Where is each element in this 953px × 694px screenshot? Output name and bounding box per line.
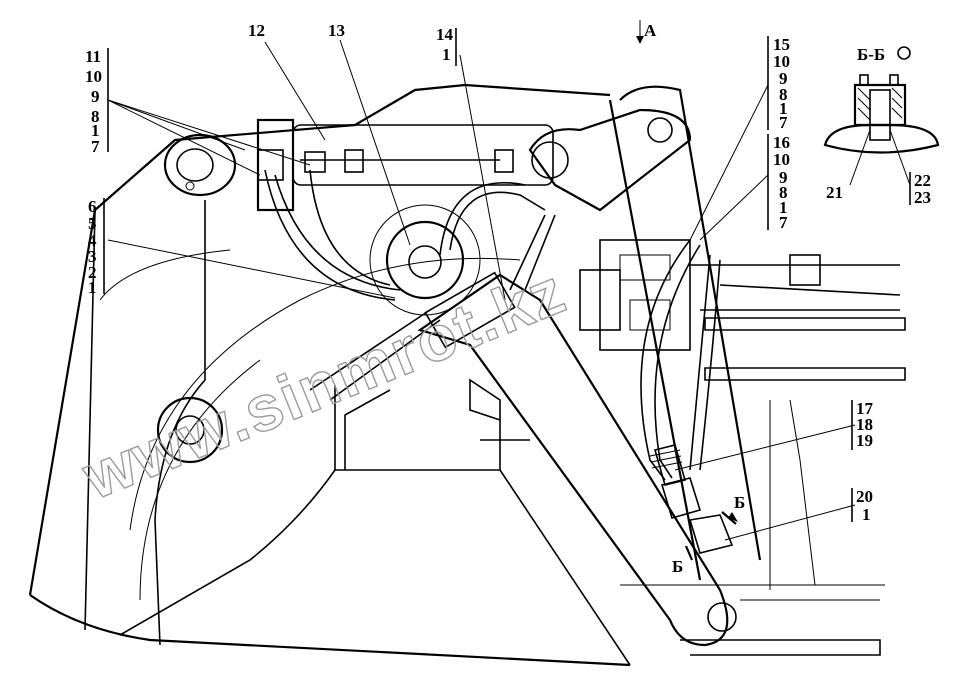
callout-11-5: 7: [91, 137, 100, 156]
callout-20-stack: 20 1: [851, 487, 873, 524]
callout-16-5: 7: [779, 213, 788, 232]
callout-16-1: 10: [773, 150, 790, 169]
section-detail: Б-Б 21 22 23: [823, 45, 940, 207]
callout-14: 14 1: [436, 25, 457, 66]
callout-11-stack: 11 10 9 8 1 7: [85, 47, 109, 156]
lower-pivot: [156, 396, 224, 464]
callout-20-1: 1: [862, 505, 871, 524]
callout-6-5: 1: [88, 278, 97, 297]
leader-lines: [107, 20, 911, 541]
callout-12: 12: [248, 21, 265, 40]
callout-15-4: 1: [779, 99, 788, 118]
callout-15-5: 7: [779, 113, 788, 132]
callout-11-0: 11: [85, 47, 101, 66]
callout-15-stack: 15 10 9 8 1 7: [767, 35, 790, 132]
callout-21: 21: [826, 183, 843, 202]
callout-12-text: 12: [248, 21, 265, 40]
callout-16-2: 9: [779, 168, 788, 187]
left-pivot: [163, 133, 237, 197]
section-mark-upper: Б: [734, 493, 745, 512]
callout-22: 22: [914, 171, 931, 190]
callout-16-3: 8: [779, 183, 788, 202]
callout-23: 23: [914, 188, 931, 207]
callout-14-b: 1: [442, 45, 451, 64]
callout-15-2: 9: [779, 69, 788, 88]
callout-6-stack: 6 5 4 3 2 1: [88, 197, 105, 297]
callout-6-4: 2: [88, 263, 97, 282]
callout-11-4: 1: [91, 121, 100, 140]
bottom-fitting: [649, 444, 734, 554]
callout-15-0: 15: [773, 35, 790, 54]
callout-17-stack: 17 18 19: [851, 399, 874, 450]
callout-11-3: 8: [91, 107, 100, 126]
pulley-wheel: [369, 204, 481, 316]
callout-17-2: 19: [856, 431, 873, 450]
valve-block: [579, 239, 906, 656]
callout-13: 13: [328, 21, 345, 40]
callout-11-1: 10: [85, 67, 102, 86]
callout-16-4: 1: [779, 198, 788, 217]
callout-14-a: 14: [436, 25, 454, 44]
hydraulic-cylinder: [256, 118, 554, 212]
watermark-text: www.sinmrot.kz: [72, 254, 575, 513]
callout-17-1: 18: [856, 415, 873, 434]
callout-13-text: 13: [328, 21, 345, 40]
callout-6-3: 3: [88, 247, 97, 266]
main-arm: [309, 271, 737, 647]
callout-6-2: 4: [88, 231, 97, 250]
callout-6-1: 5: [88, 214, 97, 233]
callout-6-0: 6: [88, 197, 97, 216]
view-a-label: А: [644, 21, 657, 40]
link-arm: [528, 85, 762, 581]
hoses: [264, 169, 721, 481]
section-title: Б-Б: [857, 45, 885, 64]
callout-20-0: 20: [856, 487, 873, 506]
callout-15-1: 10: [773, 52, 790, 71]
callout-16-stack: 16 10 9 8 1 7: [767, 133, 790, 232]
section-cut-marks: Б Б: [672, 493, 745, 576]
callout-17-0: 17: [856, 399, 874, 418]
callout-11-2: 9: [91, 87, 100, 106]
section-mark-lower: Б: [672, 557, 683, 576]
callout-15-3: 8: [779, 85, 788, 104]
callout-16-0: 16: [773, 133, 790, 152]
